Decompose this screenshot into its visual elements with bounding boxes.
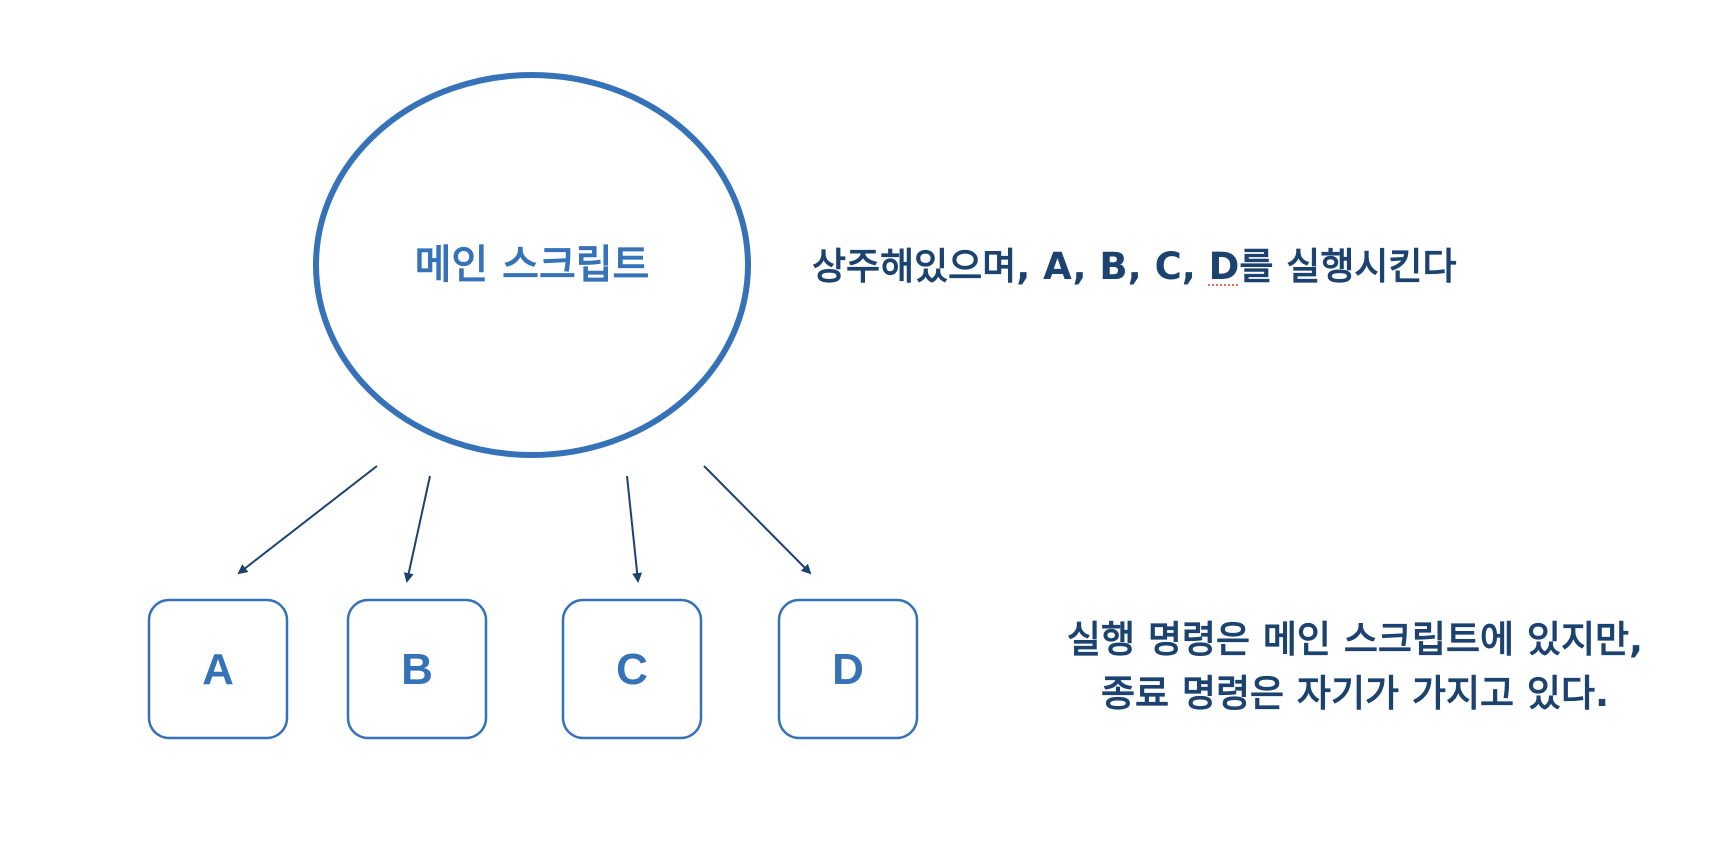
annotation-top: 상주해있으며, A, B, C, D를 실행시킨다	[812, 245, 1457, 288]
annotation-bottom-line-1: 실행 명령은 메인 스크립트에 있지만,	[1067, 618, 1643, 661]
child-node-c-label: C	[616, 645, 648, 694]
annotation-top-text: 상주해있으며, A, B, C, D를 실행시킨다	[812, 245, 1457, 288]
main-script-ellipse	[313, 72, 751, 458]
child-node-d-box	[777, 598, 919, 740]
arrows	[237, 465, 812, 583]
annotation-bottom-line-2: 종료 명령은 자기가 가지고 있다.	[1101, 672, 1609, 715]
child-node-b: B	[346, 598, 488, 740]
child-node-b-label: B	[401, 645, 433, 694]
main-script-label: 메인 스크립트	[415, 242, 650, 288]
annotation-bottom: 실행 명령은 메인 스크립트에 있지만, 종료 명령은 자기가 가지고 있다.	[1067, 618, 1643, 715]
arrow-to-d	[703, 465, 812, 575]
child-node-d-label: D	[832, 645, 864, 694]
child-node-c: C	[561, 598, 703, 740]
child-node-d: D	[777, 598, 919, 740]
child-node-a: A	[147, 598, 289, 740]
arrow-to-a	[237, 465, 378, 575]
child-node-a-label: A	[202, 645, 234, 694]
arrow-to-b	[403, 475, 431, 583]
child-node-c-box	[561, 598, 703, 740]
main-script-node: 메인 스크립트	[313, 72, 751, 458]
arrow-to-c	[626, 475, 643, 583]
child-node-a-box	[147, 598, 289, 740]
child-node-b-box	[346, 598, 488, 740]
